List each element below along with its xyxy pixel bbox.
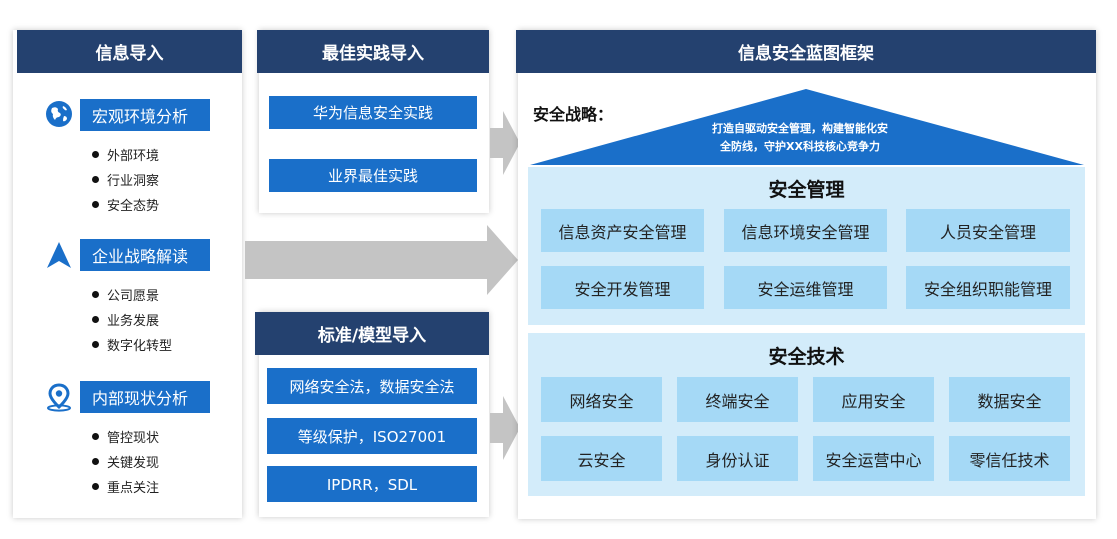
list-item: 安全态势 (92, 192, 159, 217)
strategy-interpret-label: 企业战略解读 (80, 239, 210, 271)
security-law-box: 网络安全法，数据安全法 (267, 368, 477, 404)
list-item: 行业洞察 (92, 167, 159, 192)
best-practice-header: 最佳实践导入 (257, 30, 489, 73)
list-item: 公司愿景 (92, 282, 172, 307)
management-item-box: 信息资产安全管理 (541, 209, 704, 252)
macro-environment-label: 宏观环境分析 (80, 99, 210, 131)
location-pin-icon (42, 380, 76, 414)
technology-item-box: 安全运营中心 (813, 436, 934, 481)
arrow-up-icon (42, 238, 76, 272)
management-item-box: 人员安全管理 (906, 209, 1070, 252)
bullet-icon (92, 291, 99, 298)
technology-item-box: 网络安全 (541, 377, 662, 422)
list-item: 重点关注 (92, 474, 159, 499)
technology-item-box: 零信任技术 (949, 436, 1070, 481)
list-item: 关键发现 (92, 449, 159, 474)
internal-status-list: 管控现状 关键发现 重点关注 (92, 424, 159, 499)
list-item: 数字化转型 (92, 332, 172, 357)
bullet-icon (92, 458, 99, 465)
info-import-header: 信息导入 (17, 30, 242, 73)
bullet-icon (92, 433, 99, 440)
strategy-interpret-list: 公司愿景 业务发展 数字化转型 (92, 282, 172, 357)
bullet-icon (92, 483, 99, 490)
list-item: 管控现状 (92, 424, 159, 449)
strategy-label: 安全战略： (533, 105, 614, 124)
framework-header: 信息安全蓝图框架 (516, 30, 1096, 73)
industry-practice-box: 业界最佳实践 (269, 159, 477, 192)
technology-item-box: 数据安全 (949, 377, 1070, 422)
bullet-icon (92, 176, 99, 183)
technology-item-box: 身份认证 (677, 436, 798, 481)
strategy-text: 打造自驱动安全管理，构建智能化安 全防线，守护XX科技核心竞争力 (712, 122, 888, 153)
security-technology-title: 安全技术 (768, 346, 845, 368)
arrow-connector-icon (490, 396, 520, 460)
standards-header: 标准/模型导入 (255, 312, 489, 355)
management-item-box: 安全开发管理 (541, 266, 704, 309)
huawei-practice-box: 华为信息安全实践 (269, 96, 477, 129)
list-item: 业务发展 (92, 307, 172, 332)
list-item: 外部环境 (92, 142, 159, 167)
bullet-icon (92, 151, 99, 158)
internal-status-label: 内部现状分析 (80, 381, 210, 413)
arrow-connector-icon (490, 111, 520, 175)
protection-iso-box: 等级保护，ISO27001 (267, 418, 477, 454)
management-item-box: 信息环境安全管理 (724, 209, 887, 252)
management-item-box: 安全组织职能管理 (906, 266, 1070, 309)
strategy-roof (530, 89, 1084, 165)
globe-icon (42, 97, 76, 131)
security-management-title: 安全管理 (768, 179, 845, 201)
technology-item-box: 云安全 (541, 436, 662, 481)
macro-environment-list: 外部环境 行业洞察 安全态势 (92, 142, 159, 217)
bullet-icon (92, 201, 99, 208)
arrow-connector-icon (245, 225, 518, 295)
management-item-box: 安全运维管理 (724, 266, 887, 309)
bullet-icon (92, 316, 99, 323)
ipdrr-sdl-box: IPDRR，SDL (267, 466, 477, 502)
technology-item-box: 应用安全 (813, 377, 934, 422)
bullet-icon (92, 341, 99, 348)
technology-item-box: 终端安全 (677, 377, 798, 422)
